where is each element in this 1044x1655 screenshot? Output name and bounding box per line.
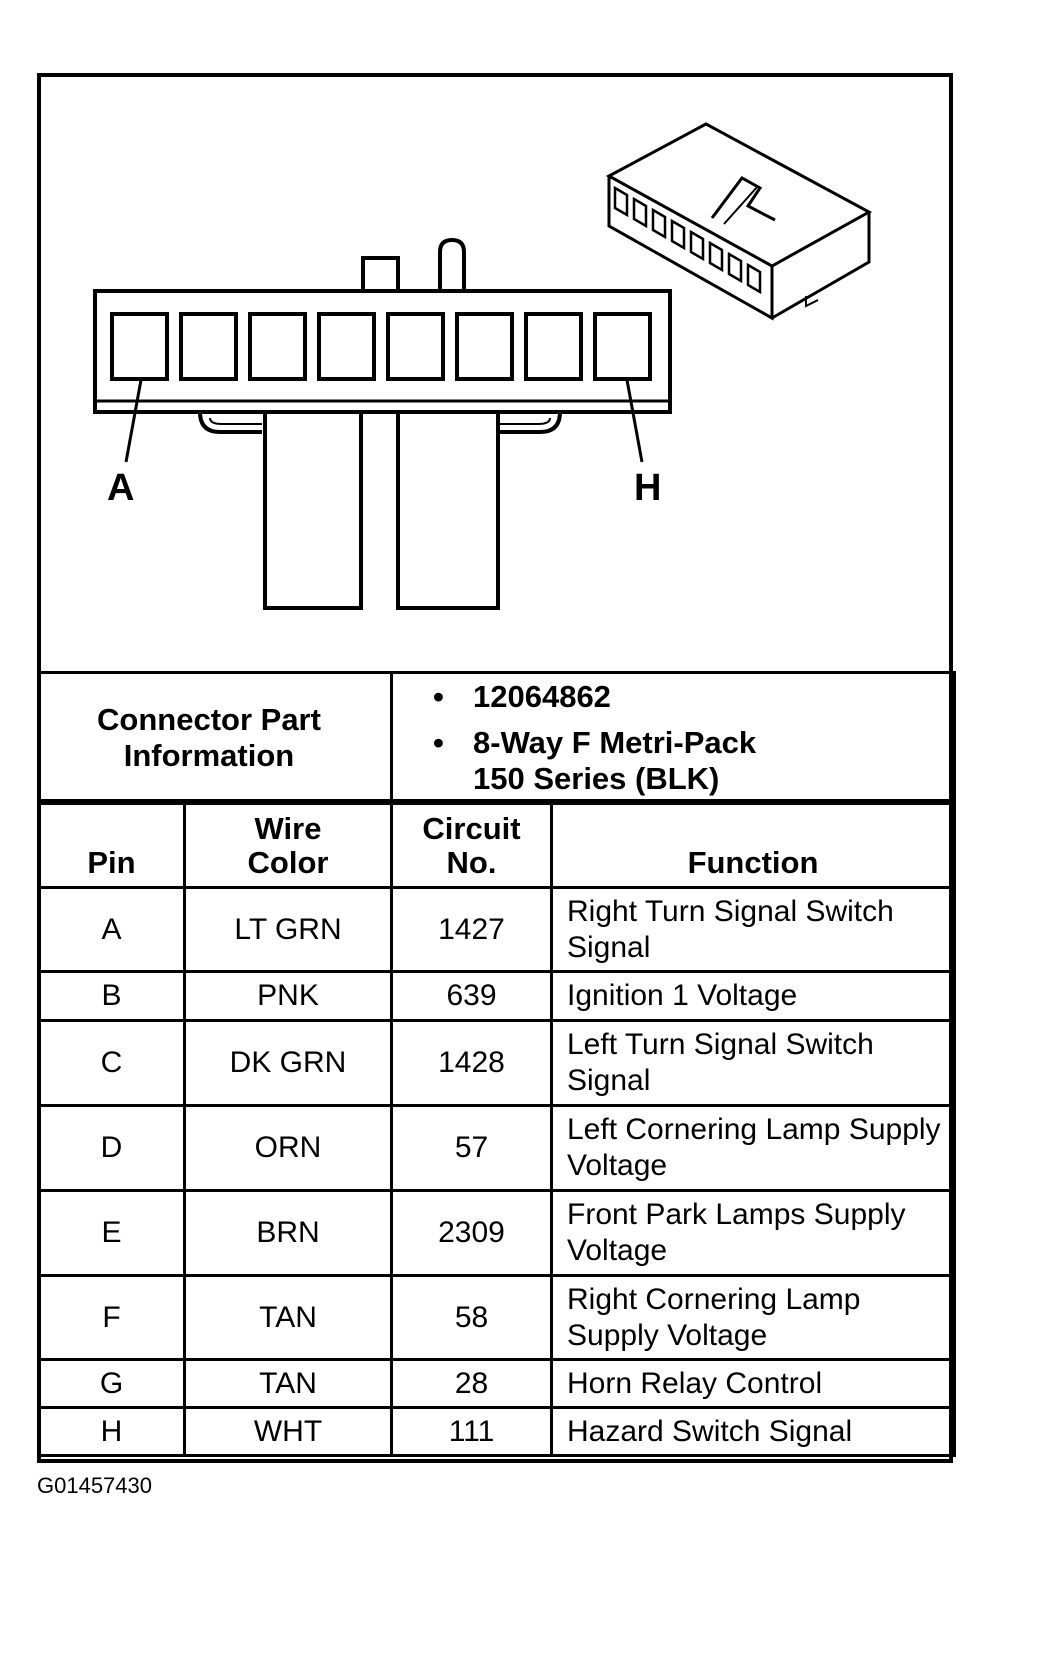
pin-cavity-d	[317, 312, 376, 381]
table-row: D ORN 57 Left Cornering Lamp Supply Volt…	[37, 1104, 956, 1192]
figure-id: G01457430	[37, 1473, 152, 1498]
function-cell: Front Park Lamps Supply Voltage	[550, 1189, 956, 1277]
pin-cell: H	[37, 1406, 186, 1457]
connector-info-label: Connector Part Information	[37, 671, 393, 805]
table-row: E BRN 2309 Front Park Lamps Supply Volta…	[37, 1189, 956, 1277]
function-cell: Right Cornering Lamp Supply Voltage	[550, 1274, 956, 1361]
function-cell: Right Turn Signal Switch Signal	[550, 886, 956, 973]
connector-isometric-view	[605, 122, 873, 321]
pin-cell: D	[37, 1104, 186, 1192]
pin-cell: E	[37, 1189, 186, 1277]
function-cell: Hazard Switch Signal	[550, 1406, 956, 1457]
header-function: Function	[550, 799, 956, 889]
pin-cell: B	[37, 970, 186, 1022]
table-row: F TAN 58 Right Cornering Lamp Supply Vol…	[37, 1274, 956, 1361]
pin-cell: A	[37, 886, 186, 973]
table-row: A LT GRN 1427 Right Turn Signal Switch S…	[37, 886, 956, 973]
pin-label-a: A	[107, 467, 134, 509]
function-cell: Left Turn Signal Switch Signal	[550, 1019, 956, 1107]
header-pin: Pin	[37, 799, 186, 889]
table-row: B PNK 639 Ignition 1 Voltage	[37, 970, 956, 1022]
wire-color-cell: DK GRN	[183, 1019, 393, 1107]
connector-info-label-line2: Information	[123, 738, 295, 773]
pin-cavity-c	[248, 312, 307, 381]
wire-color-cell: ORN	[183, 1104, 393, 1192]
circuit-cell: 111	[390, 1406, 553, 1457]
function-cell: Ignition 1 Voltage	[550, 970, 956, 1022]
connector-front-view	[93, 237, 672, 610]
connector-info-label-line1: Connector Part	[97, 702, 321, 737]
wire-color-cell: WHT	[183, 1406, 393, 1457]
circuit-cell: 57	[390, 1104, 553, 1192]
circuit-cell: 1427	[390, 886, 553, 973]
header-circuit-no: Circuit No.	[390, 799, 553, 889]
table-row: G TAN 28 Horn Relay Control	[37, 1358, 956, 1409]
isometric-cavities	[613, 185, 762, 295]
circuit-cell: 2309	[390, 1189, 553, 1277]
circuit-cell: 58	[390, 1274, 553, 1361]
pin-cell: C	[37, 1019, 186, 1107]
connector-description: 8-Way F Metri-Pack 150 Series (BLK)	[433, 725, 953, 797]
pinout-table: Pin Wire Color Circuit No. Function A LT…	[37, 799, 956, 1457]
pin-cavity-f	[455, 312, 514, 381]
pin-cell: F	[37, 1274, 186, 1361]
circuit-cell: 639	[390, 970, 553, 1022]
pin-cavity-b	[179, 312, 238, 381]
table-row: H WHT 111 Hazard Switch Signal	[37, 1406, 956, 1457]
pin-cavities	[110, 312, 652, 381]
pin-cavity-a	[110, 312, 169, 381]
connector-diagram: A H	[93, 122, 873, 610]
function-cell: Horn Relay Control	[550, 1358, 956, 1409]
wire-color-cell: TAN	[183, 1274, 393, 1361]
pin-label-h: H	[634, 467, 661, 509]
connector-info-table: Connector Part Information 12064862 8-Wa…	[37, 671, 956, 805]
pin-cavity-h	[593, 312, 652, 381]
pin-cavity-g	[524, 312, 583, 381]
function-cell: Left Cornering Lamp Supply Voltage	[550, 1104, 956, 1192]
part-number: 12064862	[433, 679, 953, 715]
table-row: C DK GRN 1428 Left Turn Signal Switch Si…	[37, 1019, 956, 1107]
connector-info-values: 12064862 8-Way F Metri-Pack 150 Series (…	[390, 671, 956, 805]
circuit-cell: 1428	[390, 1019, 553, 1107]
wire-color-cell: PNK	[183, 970, 393, 1022]
pin-cavity-e	[386, 312, 445, 381]
pin-cell: G	[37, 1358, 186, 1409]
circuit-cell: 28	[390, 1358, 553, 1409]
header-wire-color: Wire Color	[183, 799, 393, 889]
wire-color-cell: LT GRN	[183, 886, 393, 973]
wire-color-cell: BRN	[183, 1189, 393, 1277]
wire-color-cell: TAN	[183, 1358, 393, 1409]
